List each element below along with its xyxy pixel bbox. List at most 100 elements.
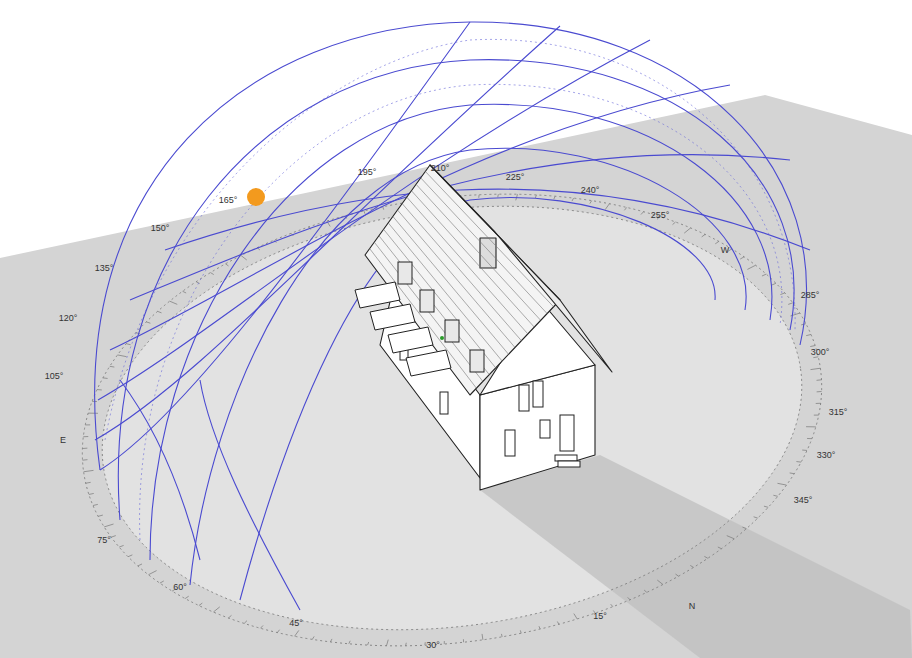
tick-mark <box>444 641 445 644</box>
tick-mark <box>572 198 574 201</box>
compass-label: N <box>689 602 696 611</box>
tick-mark <box>790 472 795 474</box>
tick-mark <box>813 356 818 358</box>
tick-mark <box>244 621 247 624</box>
tick-mark <box>88 413 98 414</box>
tick-mark <box>89 493 94 494</box>
tick-mark <box>520 630 522 633</box>
tick-mark <box>199 603 202 606</box>
tick-mark <box>718 547 722 549</box>
tick-mark <box>478 195 479 198</box>
tick-mark <box>110 366 115 368</box>
compass-label: 15° <box>593 612 607 621</box>
shingle-line <box>398 210 516 348</box>
shingle-line <box>370 249 477 389</box>
sun <box>247 188 265 206</box>
tick-mark <box>574 614 577 619</box>
tick-mark <box>715 241 719 243</box>
tick-mark <box>225 264 228 266</box>
tick-mark <box>119 545 123 547</box>
tick-mark <box>554 196 555 199</box>
marker-dot <box>440 336 444 340</box>
tick-mark <box>817 391 822 392</box>
compass-label: 225° <box>506 173 525 182</box>
tick-mark <box>128 555 132 557</box>
tick-mark <box>773 495 777 496</box>
tick-mark <box>641 212 644 215</box>
tick-mark <box>463 639 464 642</box>
tick-mark <box>104 524 113 527</box>
tick-mark <box>754 517 758 518</box>
tick-mark <box>349 641 350 644</box>
tick-mark <box>330 639 332 642</box>
tick-mark <box>103 377 108 379</box>
shingle-line <box>416 184 541 320</box>
compass-label: 300° <box>811 348 830 357</box>
house <box>365 165 612 490</box>
tick-mark <box>126 344 130 345</box>
tick-mark <box>241 255 247 259</box>
compass-label: 255° <box>651 211 670 220</box>
tick-mark <box>673 222 676 225</box>
tick-mark <box>82 448 87 449</box>
tick-mark <box>802 450 807 451</box>
compass-label: 75° <box>97 536 111 545</box>
compass-label: 150° <box>151 224 170 233</box>
shingle-line <box>388 223 502 361</box>
tick-mark <box>497 194 499 197</box>
hour-lines <box>105 39 795 540</box>
compass-label: 105° <box>45 372 64 381</box>
tick-mark <box>806 426 816 427</box>
compass-label: 330° <box>817 451 836 460</box>
shingle-line <box>411 191 534 327</box>
tick-mark <box>605 204 609 210</box>
tick-mark <box>405 643 407 646</box>
tick-mark <box>228 615 231 618</box>
shingle-line <box>421 178 547 314</box>
tick-mark <box>83 459 88 461</box>
tick-mark <box>806 334 811 335</box>
shingle-line <box>384 229 496 368</box>
tick-mark <box>611 604 613 607</box>
compass-label: 195° <box>358 168 377 177</box>
tick-mark <box>727 536 735 539</box>
compass-label: 315° <box>829 408 848 417</box>
tick-mark <box>86 482 91 484</box>
tick-mark <box>702 234 705 237</box>
tick-mark <box>788 303 793 305</box>
tick-mark <box>747 265 755 269</box>
tick-mark <box>312 636 314 639</box>
tick-mark <box>93 504 98 505</box>
tick-mark <box>807 438 812 439</box>
tick-mark <box>817 379 822 381</box>
tick-mark <box>382 207 384 210</box>
compass-label: 45° <box>289 619 303 628</box>
compass-label: 120° <box>59 314 78 323</box>
tick-mark <box>777 483 786 485</box>
tick-mark <box>260 625 263 628</box>
tick-mark <box>97 389 102 390</box>
compass-label: W <box>721 246 730 255</box>
tick-mark <box>210 273 213 275</box>
tick-mark <box>183 291 187 293</box>
compass-label: 165° <box>219 196 238 205</box>
tick-mark <box>98 515 103 516</box>
tick-mark <box>814 415 819 416</box>
house-details <box>355 262 580 467</box>
tick-mark <box>138 564 142 566</box>
tick-mark <box>816 403 821 404</box>
tick-mark <box>85 424 90 425</box>
compass-label: 240° <box>581 186 600 195</box>
compass-label: 30° <box>426 641 440 650</box>
tick-mark <box>796 461 801 463</box>
tick-mark <box>590 201 592 204</box>
tick-mark <box>482 634 484 640</box>
tick-mark <box>111 536 116 538</box>
tick-mark <box>158 311 162 312</box>
tick-mark <box>160 581 164 583</box>
shingle-line <box>407 197 528 334</box>
tick-mark <box>644 590 647 592</box>
tick-mark <box>148 571 156 575</box>
tick-mark <box>84 470 94 471</box>
